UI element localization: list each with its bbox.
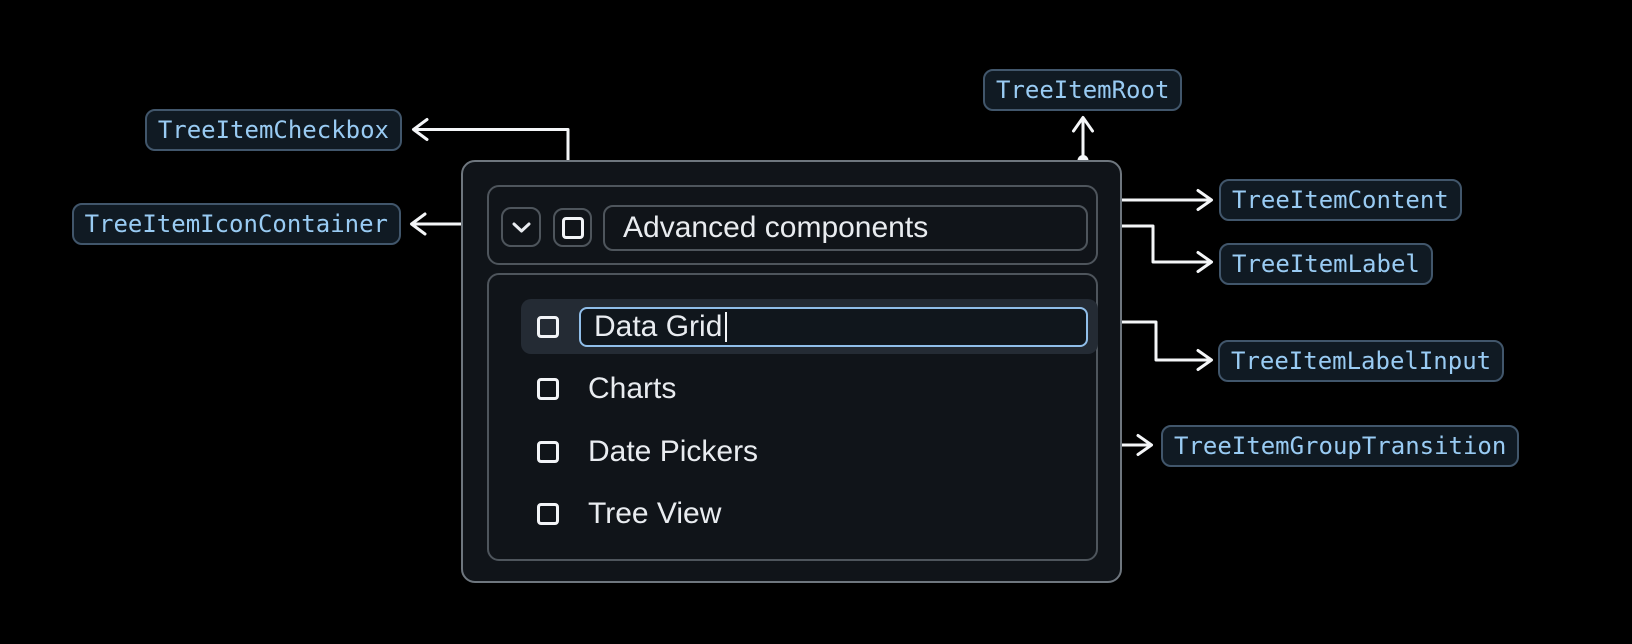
annotation-tree-item-content: TreeItemContent (1219, 179, 1462, 221)
tree-item-label-text: Charts (588, 372, 677, 405)
tree-item-row[interactable]: Tree View (521, 490, 1098, 538)
tree-item-row[interactable]: Date Pickers (521, 428, 1098, 476)
text-caret (725, 311, 728, 342)
chevron-down-icon (512, 222, 530, 232)
tree-item-row[interactable]: Charts (521, 365, 1098, 413)
tree-item-row-editing[interactable]: Data Grid (521, 299, 1098, 354)
tree-item-label-input[interactable]: Data Grid (579, 306, 1088, 347)
annotation-tree-item-checkbox: TreeItemCheckbox (144, 109, 402, 151)
annotation-tree-item-group-transition: TreeItemGroupTransition (1161, 425, 1520, 467)
tree-item-label[interactable]: Advanced components (603, 205, 1088, 251)
annotation-tree-item-label: TreeItemLabel (1219, 243, 1433, 285)
annotation-tree-item-icon-container: TreeItemIconContainer (71, 203, 401, 245)
tree-item-label-text: Date Pickers (588, 435, 759, 468)
tree-item-root: Advanced components Data Grid Charts Dat… (461, 160, 1122, 583)
checkbox-unchecked-icon[interactable] (537, 378, 559, 400)
tree-item-label-text: Tree View (588, 497, 722, 530)
tree-item-label-text: Advanced components (623, 211, 929, 244)
checkbox-unchecked-icon[interactable] (537, 441, 559, 463)
tree-item-checkbox[interactable] (553, 208, 592, 247)
annotation-tree-item-root: TreeItemRoot (983, 69, 1183, 111)
checkbox-unchecked-icon[interactable] (537, 315, 559, 338)
tree-item-group-transition: Data Grid Charts Date Pickers Tree View (487, 273, 1098, 561)
checkbox-unchecked-icon[interactable] (537, 503, 559, 525)
annotation-tree-item-label-input: TreeItemLabelInput (1218, 340, 1505, 382)
tree-item-icon-container[interactable] (501, 207, 541, 247)
tree-item-content[interactable]: Advanced components (487, 185, 1098, 265)
checkbox-unchecked-icon (561, 216, 584, 239)
label-input-value: Data Grid (594, 309, 723, 343)
